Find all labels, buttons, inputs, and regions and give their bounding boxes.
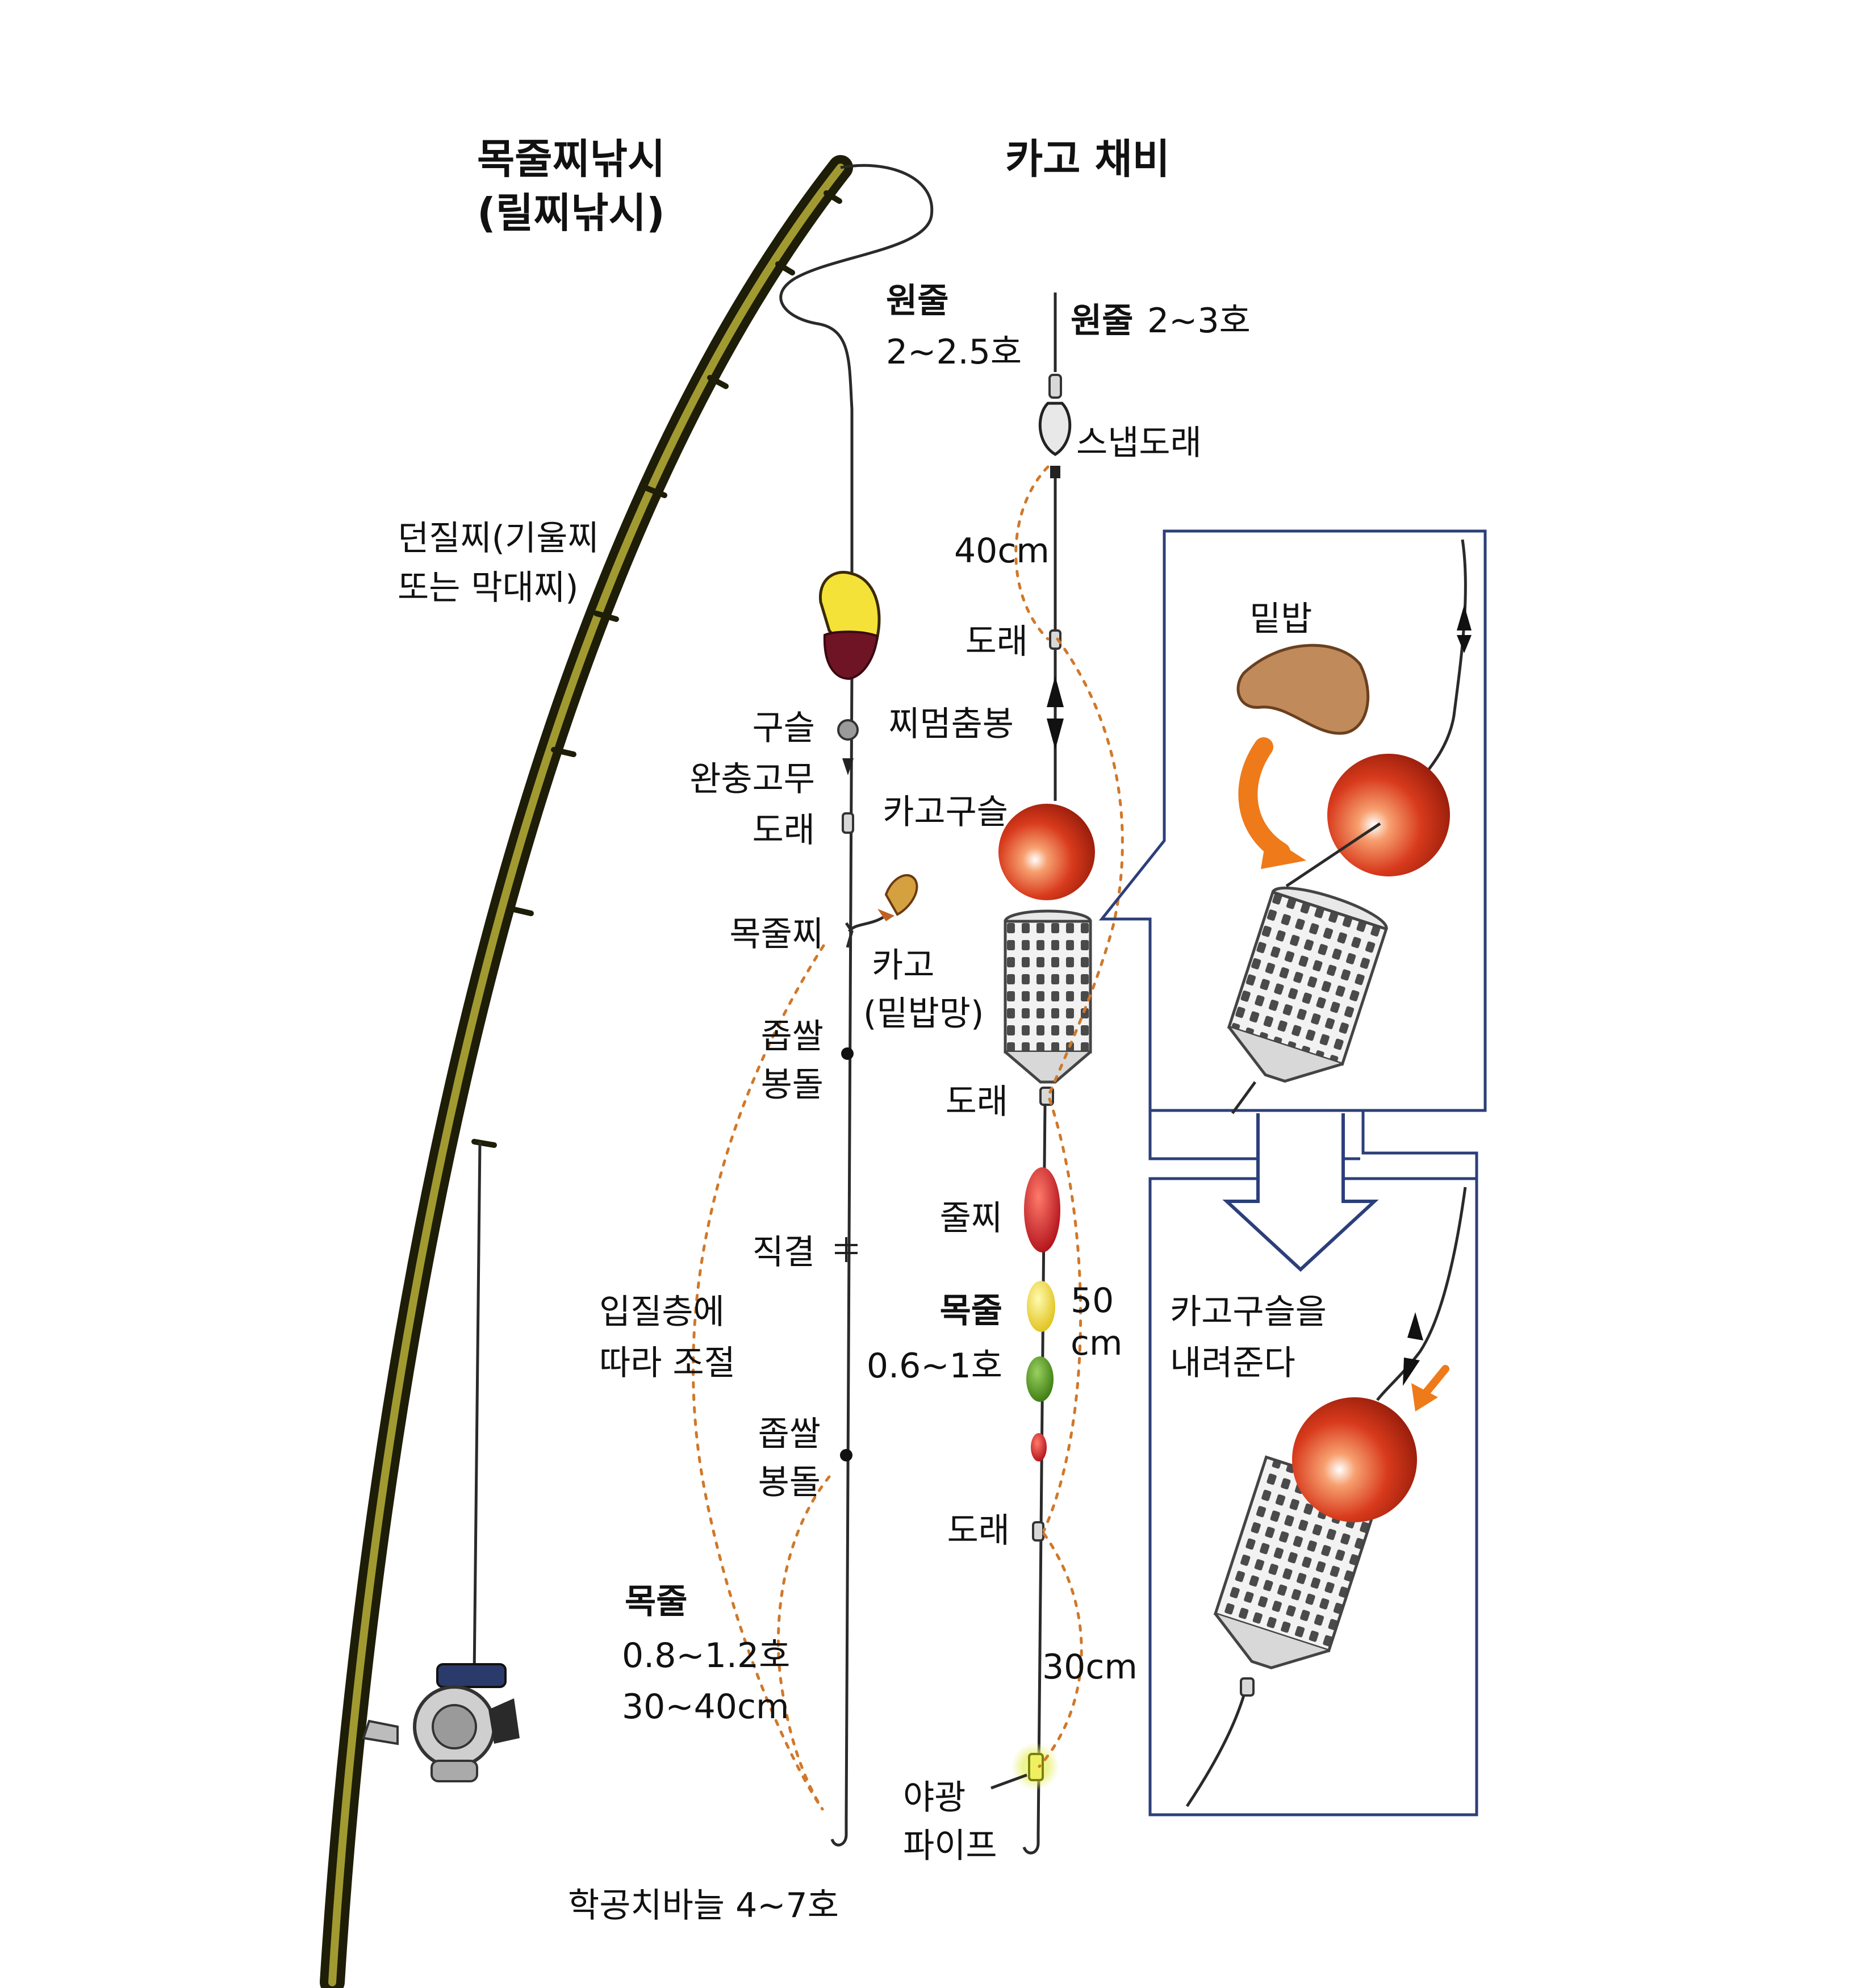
left-title-1: 목줄찌낚시 xyxy=(477,135,665,183)
glow-pipe-pointer xyxy=(990,1773,1027,1790)
guide-30cm xyxy=(1038,1532,1083,1768)
inset-ball-bottom xyxy=(1292,1397,1417,1522)
cago-swivel-1 xyxy=(1049,629,1061,650)
line-float-small xyxy=(1031,1433,1047,1461)
cago-labels: 카고 채비 원줄 2~3호 스냅도래 40cm 도래 찌멈춤봉 카고구슬 카고 … xyxy=(863,135,1251,1866)
casting-float xyxy=(818,570,881,680)
leader-float xyxy=(845,874,918,948)
rod-guides xyxy=(471,190,842,1148)
direct-knot xyxy=(835,1237,858,1262)
inset-panel-top: 밑밥 xyxy=(1098,529,1487,1114)
fill-arrow xyxy=(1238,737,1290,862)
cago-ball xyxy=(998,804,1095,900)
glow-pipe-label-2: 파이프 xyxy=(903,1826,997,1866)
snap-swivel-label: 스냅도래 xyxy=(1076,423,1202,463)
line-float-label: 줄찌 xyxy=(940,1198,1002,1238)
left-bead xyxy=(837,719,859,741)
leader-float-label: 목줄찌 xyxy=(729,914,824,954)
line-float-green xyxy=(1026,1356,1054,1402)
inset-panel-bottom: 카고구슬을 내려준다 xyxy=(1148,1110,1478,1816)
left-leader-guide xyxy=(776,1475,831,1811)
glow-pipe-label-1: 야광 xyxy=(903,1778,965,1818)
left-swivel xyxy=(842,812,854,834)
bead-label: 구슬 xyxy=(753,708,815,748)
cago-title: 카고 채비 xyxy=(1005,135,1170,183)
cago-swivel-1-label: 도래 xyxy=(965,622,1028,662)
bait-label: 밑밥 xyxy=(1249,599,1312,639)
groundbait-lump xyxy=(1236,644,1370,735)
direct-knot-label: 직결 xyxy=(753,1233,815,1272)
left-leader-size: 0.8~1.2호 xyxy=(622,1636,790,1676)
left-main-line xyxy=(779,164,934,596)
float-stopper xyxy=(1047,676,1064,750)
line-float-yellow xyxy=(1027,1281,1055,1332)
fishing-rod xyxy=(320,155,853,1988)
cushion-label: 완충고무 xyxy=(689,759,815,799)
adjust-label-1: 입질층에 xyxy=(599,1292,725,1332)
cago-basket xyxy=(1004,909,1092,1084)
left-rig xyxy=(692,164,934,1847)
cago-label-2: (밑밥망) xyxy=(863,994,984,1034)
cago-leader-name: 목줄 xyxy=(940,1291,1002,1331)
hook-label: 학공치바늘 4~7호 xyxy=(568,1886,839,1926)
cago-swivel-2-label: 도래 xyxy=(946,1082,1008,1122)
cago-swivel-3-label: 도래 xyxy=(947,1511,1010,1551)
cago-label-1: 카고 xyxy=(872,946,934,985)
cago-rig xyxy=(990,293,1124,1855)
line-float-red xyxy=(1024,1167,1060,1252)
split-shot-2 xyxy=(840,1449,852,1461)
guide-40cm xyxy=(1014,465,1050,641)
left-swivel-label: 도래 xyxy=(753,811,815,850)
float-stopper-label: 찌멈춤봉 xyxy=(888,704,1014,744)
inset-ball-top xyxy=(1327,754,1450,876)
split-shot-1 xyxy=(841,1047,854,1060)
instruction-label-2: 내려준다 xyxy=(1170,1343,1295,1383)
cago-hook xyxy=(1022,1835,1040,1855)
len-40-label: 40cm xyxy=(954,531,1050,571)
left-main-line-name: 원줄 xyxy=(886,281,948,321)
cago-main-line-size: 2~3호 xyxy=(1147,301,1251,341)
cago-leader-size: 0.6~1호 xyxy=(867,1346,1002,1386)
adjust-label-2: 따라 조절 xyxy=(599,1343,735,1383)
left-main-line-size: 2~2.5호 xyxy=(886,332,1022,372)
down-arrow xyxy=(1222,1113,1379,1272)
snap-swivel xyxy=(1038,374,1072,478)
cago-swivel-3 xyxy=(1032,1521,1044,1542)
left-leader-name: 목줄 xyxy=(625,1582,687,1622)
left-depth-guide xyxy=(692,944,825,1811)
spinning-reel xyxy=(362,1141,520,1782)
len-30-label: 30cm xyxy=(1042,1647,1138,1687)
split-shot-2-label-1: 좁쌀 xyxy=(758,1414,821,1454)
left-hook xyxy=(830,1818,848,1847)
glow-pipe xyxy=(1028,1753,1044,1781)
split-shot-1-label-1: 좁쌀 xyxy=(761,1017,824,1056)
instruction-label-1: 카고구슬을 xyxy=(1170,1292,1327,1332)
left-leader-length: 30~40cm xyxy=(622,1687,789,1727)
inset-basket-top xyxy=(1227,886,1388,1083)
left-labels: 목줄찌낚시 (릴찌낚시) 원줄 2~2.5호 던질찌(기울찌 또는 막대찌) 구… xyxy=(398,135,1022,1926)
left-title-2: (릴찌낚시) xyxy=(477,189,665,237)
split-shot-1-label-2: 봉돌 xyxy=(761,1065,824,1105)
cushion-rubber xyxy=(842,758,854,775)
cast-float-label-1: 던질찌(기울찌 xyxy=(398,519,599,558)
len-50-label-1: 50 xyxy=(1071,1281,1114,1321)
cast-float-label-2: 또는 막대찌) xyxy=(398,568,578,608)
cago-main-line-name: 원줄 xyxy=(1071,301,1133,341)
len-50-label-2: cm xyxy=(1071,1323,1122,1363)
cago-ball-label: 카고구슬 xyxy=(883,792,1008,832)
split-shot-2-label-2: 봉돌 xyxy=(758,1463,821,1502)
